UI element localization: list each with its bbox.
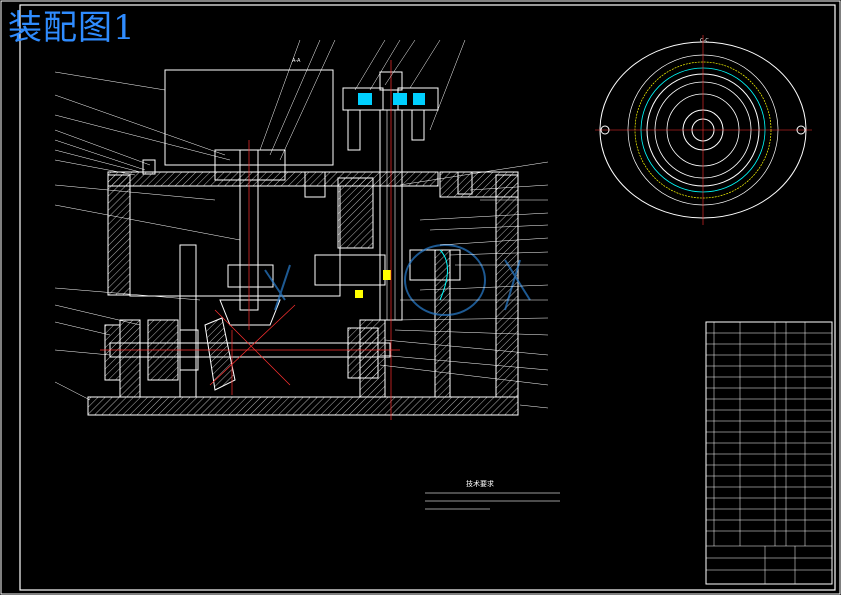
section-label-a: A-A xyxy=(292,58,301,64)
bearing-arc xyxy=(439,249,448,301)
center-column xyxy=(337,177,374,249)
clamp-rod-left xyxy=(347,109,361,151)
clamp-block-left xyxy=(342,87,384,111)
bevel-gear-drive xyxy=(204,317,236,391)
right-wall xyxy=(495,174,519,398)
leader-lines-top xyxy=(259,39,466,161)
top-bolt-mid xyxy=(304,171,326,198)
leader-lines-right xyxy=(379,161,549,409)
right-shaft-support xyxy=(347,327,379,379)
left-shaft-collar-top xyxy=(214,149,286,181)
technical-requirements: 技术要求 xyxy=(425,479,560,510)
bolt-hole-left xyxy=(600,125,610,135)
leader-lines-left xyxy=(54,71,241,401)
main-section-view: A-A xyxy=(54,39,549,420)
inner-box xyxy=(129,185,341,297)
clamp-highlight-2 xyxy=(393,93,407,105)
top-bolt-left xyxy=(142,159,156,175)
left-post xyxy=(179,244,197,398)
inner-frame xyxy=(19,4,836,591)
bolt-hole-right xyxy=(796,125,806,135)
center-lines xyxy=(100,60,400,420)
clamp-highlight-3 xyxy=(413,93,425,105)
left-shaft-bearing xyxy=(227,264,274,288)
technical-requirements-heading: 技术要求 xyxy=(466,479,494,488)
top-plate xyxy=(107,171,439,187)
clamp-rod-right xyxy=(411,109,425,141)
drawing-title: 装配图1 xyxy=(8,8,136,48)
bevel-gear-left xyxy=(219,299,281,326)
circular-section-view: C-C xyxy=(595,35,812,225)
gear-marker-1 xyxy=(355,290,363,298)
gear-marker-2 xyxy=(383,270,391,280)
left-lower-wall xyxy=(119,319,141,398)
watermark-logo xyxy=(264,244,531,316)
right-gear-housing xyxy=(314,254,386,286)
base-plate xyxy=(87,396,519,416)
top-bolt-right xyxy=(457,171,473,195)
clamp-highlight-1 xyxy=(358,93,372,105)
parts-list-table xyxy=(705,321,833,585)
right-top-housing xyxy=(439,171,519,198)
section-label-c: C-C xyxy=(700,38,709,44)
left-wall xyxy=(107,174,131,296)
left-bearing-cap xyxy=(104,324,121,381)
